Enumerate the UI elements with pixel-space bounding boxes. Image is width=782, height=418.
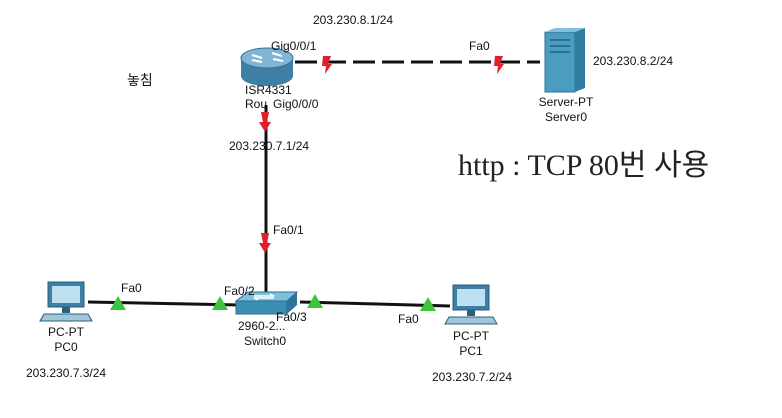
pc0-fa0-up-indicator [110,296,126,310]
router-gig000-label: Gig0/0/0 [273,97,319,111]
http-note: http : TCP 80번 사용 [458,149,710,182]
pc0-name-label: PC0 [54,340,78,354]
switch-fa02-up-indicator [212,296,228,310]
server-port-label: Fa0 [469,39,490,53]
pc0-ip-label: 203.230.7.3/24 [26,366,107,380]
router-model-label: ISR4331 [245,83,292,97]
switch-fa03-up-indicator [307,294,323,308]
switch-fa02-label: Fa0/2 [224,284,255,298]
pc0-icon[interactable] [39,281,93,322]
router-switch-link-ip: 203.230.7.1/24 [229,139,310,153]
switch-type-label: 2960-2... [238,319,286,333]
switch-icon[interactable] [234,291,299,315]
pc1-fa0-up-indicator [420,297,436,311]
router-server-link-ip: 203.230.8.1/24 [313,13,394,27]
server-ip-label: 203.230.8.2/24 [593,54,674,68]
switch-fa01-label: Fa0/1 [273,223,304,237]
router-name-label: Rou [245,97,268,111]
pc1-icon[interactable] [444,284,498,325]
router-gig001-down-indicator [322,56,332,74]
pc1-name-label: PC1 [459,344,483,358]
server-type-label: Server-PT [538,95,594,109]
switch-fa03-label: Fa0/3 [276,310,307,324]
link-pc0-switch[interactable] [87,300,241,307]
switch-fa01-down-indicator [259,233,271,253]
switch-name-label: Switch0 [244,334,287,348]
pc1-type-label: PC-PT [453,329,489,343]
router-icon[interactable] [240,47,294,86]
server-icon[interactable] [544,28,585,93]
server-fa0-down-indicator [494,56,504,74]
pc0-port-label: Fa0 [121,281,142,295]
missed-note: 놓침 [127,72,153,88]
router-gig000-down-indicator [259,112,271,132]
pc1-port-label: Fa0 [398,312,419,326]
pc0-type-label: PC-PT [48,325,84,339]
router-gig001-label: Gig0/0/1 [271,39,317,53]
pc1-ip-label: 203.230.7.2/24 [432,370,513,384]
server-name-label: Server0 [544,110,588,124]
